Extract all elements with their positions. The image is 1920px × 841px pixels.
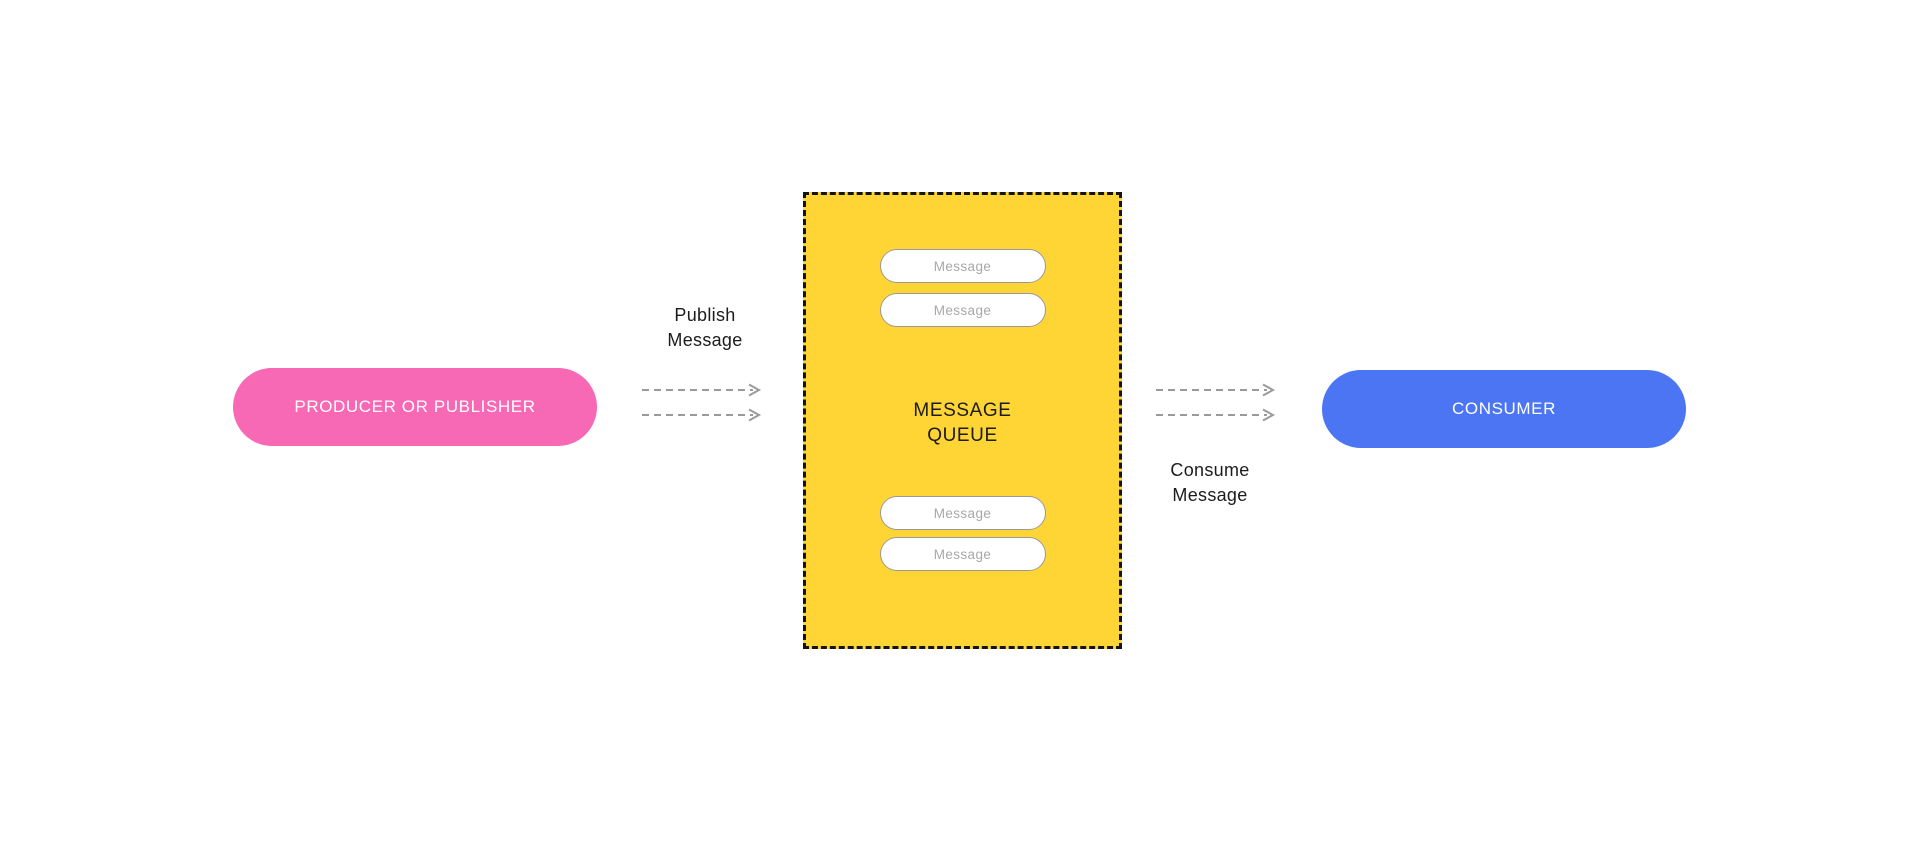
message-pill: Message (879, 293, 1046, 327)
message-pill: Message (879, 249, 1046, 283)
dashed-arrow-icon (1156, 383, 1276, 397)
publish-message-label: Publish Message (667, 305, 743, 350)
queue-title: MESSAGE QUEUE (806, 398, 1119, 448)
dashed-arrow-icon (642, 408, 762, 422)
message-pill-label: Message (933, 505, 992, 521)
producer-node: PRODUCER OR PUBLISHER (233, 368, 597, 446)
producer-label: PRODUCER OR PUBLISHER (294, 397, 536, 416)
message-queue-node: Message Message MESSAGE QUEUE Message Me… (803, 192, 1122, 649)
consumer-label: CONSUMER (1452, 399, 1556, 418)
consume-message-label: Consume Message (1170, 460, 1250, 505)
dashed-arrow-icon (642, 383, 762, 397)
message-pill-label: Message (933, 302, 992, 318)
dashed-arrow-icon (1156, 408, 1276, 422)
message-pill: Message (879, 496, 1046, 530)
message-pill-label: Message (933, 258, 992, 274)
consumer-node: CONSUMER (1322, 370, 1686, 448)
message-pill-label: Message (933, 546, 992, 562)
message-pill: Message (879, 537, 1046, 571)
queue-title-text: MESSAGE QUEUE (913, 400, 1012, 446)
